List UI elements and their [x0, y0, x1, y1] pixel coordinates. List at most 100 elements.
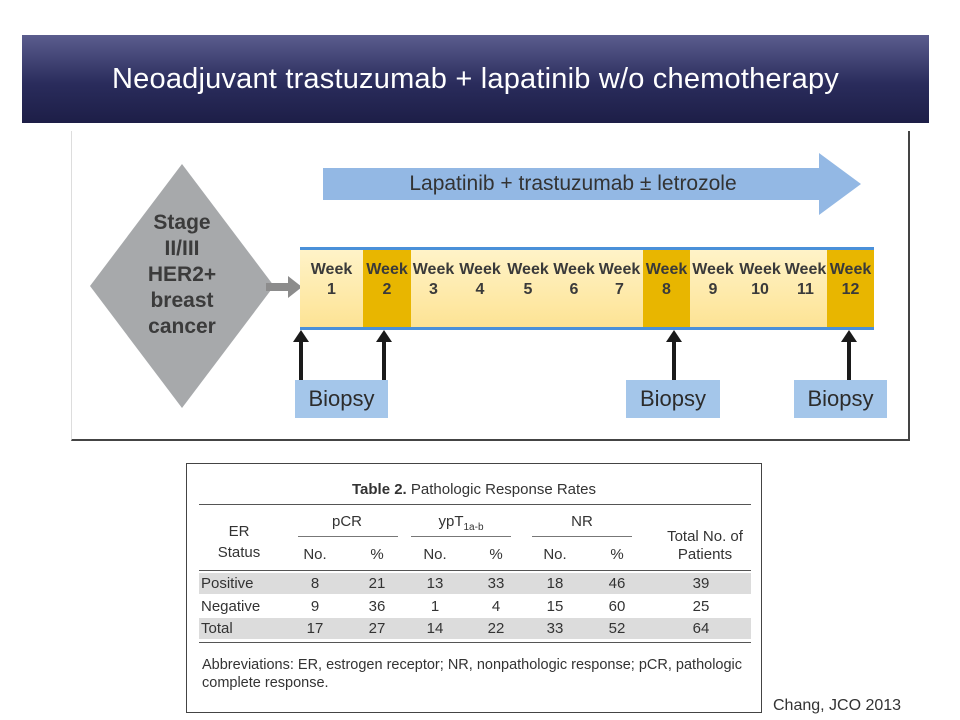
table-cell: 60 — [608, 597, 626, 615]
table-title-prefix: Table 2. — [351, 481, 407, 498]
biopsy-box: Biopsy — [295, 380, 388, 418]
row-label: Positive — [201, 575, 254, 592]
week-number: 5 — [523, 281, 533, 298]
week-cell: Week 6 — [552, 250, 596, 327]
table-row-shading — [199, 573, 751, 594]
diamond-line: breast — [150, 289, 214, 312]
biopsy-box: Biopsy — [794, 380, 887, 418]
diamond-line: II/III — [164, 237, 200, 260]
treatment-arrow-icon — [323, 153, 861, 215]
week-word: Week — [412, 261, 455, 278]
table-cell: 4 — [491, 597, 501, 615]
header-rule — [199, 570, 751, 571]
table-cell: 8 — [310, 575, 320, 592]
diamond-line: Stage — [153, 211, 211, 234]
week-word: Week — [366, 261, 408, 278]
week-number: 2 — [382, 281, 392, 298]
biopsy-arrow-icon — [666, 330, 682, 382]
treatment-label: Lapatinib + trastuzumab ± letrozole — [409, 172, 737, 195]
table-cell: 22 — [487, 620, 505, 637]
patient-population-label: Stage II/III HER2+ breast cancer — [90, 210, 274, 340]
table-cell: 21 — [368, 575, 386, 592]
header-nr: NR — [571, 513, 593, 530]
week-word: Week — [507, 261, 549, 278]
title-bar: Neoadjuvant trastuzumab + lapatinib w/o … — [22, 35, 929, 123]
week-cell: Week 11 — [784, 250, 827, 327]
sub-pct: % — [370, 546, 384, 563]
header-total-1: Total No. of — [667, 528, 743, 545]
table-cell: 13 — [426, 575, 444, 592]
table-title: Table 2. Pathologic Response Rates — [187, 481, 761, 498]
table-cell: 39 — [692, 575, 710, 592]
row-label: Negative — [201, 597, 261, 615]
week-cell: Week 5 — [504, 250, 552, 327]
table-cell: 46 — [608, 575, 626, 592]
biopsy-box: Biopsy — [626, 380, 720, 418]
week-cell: Week 2 — [363, 250, 411, 327]
table-cell: 9 — [310, 597, 320, 615]
row-label: Total — [201, 620, 233, 637]
week-cell: Week 3 — [411, 250, 456, 327]
table-cell: 64 — [692, 620, 710, 637]
week-number: 12 — [841, 281, 860, 298]
pcr-underline — [298, 536, 398, 537]
week-word: Week — [459, 261, 501, 278]
response-rates-table: Table 2. Pathologic Response Rates ER St… — [186, 463, 762, 713]
week-number: 8 — [662, 281, 671, 298]
table-cell: 52 — [608, 620, 626, 637]
week-number: 1 — [327, 281, 336, 298]
biopsy-arrow-icon — [841, 330, 857, 382]
table-cell: 25 — [692, 597, 710, 615]
header-ypt: ypT1a-b — [411, 513, 511, 537]
week-word: Week — [784, 261, 827, 278]
sub-pct: % — [489, 546, 503, 563]
table-cell: 27 — [368, 620, 386, 637]
week-cell: Week 1 — [300, 250, 363, 327]
sub-no: No. — [423, 546, 447, 563]
table-cell: 36 — [368, 597, 386, 615]
week-word: Week — [553, 261, 595, 278]
week-number: 10 — [751, 281, 769, 298]
biopsy-arrow-icon — [293, 330, 309, 382]
sub-pct: % — [610, 546, 624, 563]
week-number: 3 — [429, 281, 438, 298]
table-top-rule — [199, 504, 751, 505]
week-number: 6 — [569, 281, 579, 298]
table-cell: 17 — [306, 620, 324, 637]
ypt-underline — [411, 536, 511, 537]
sub-no: No. — [303, 546, 327, 563]
week-word: Week — [692, 261, 734, 278]
table-title-text: Pathologic Response Rates — [406, 481, 597, 498]
week-cell: Week 10 — [736, 250, 784, 327]
ypt-sub: 1a-b — [463, 522, 484, 533]
table-cell: 15 — [546, 597, 564, 615]
week-cell: Week 9 — [690, 250, 736, 327]
week-word: Week — [598, 261, 641, 278]
ypt-main: ypT — [438, 513, 464, 530]
header-status: Status — [217, 544, 261, 561]
table-bottom-rule — [199, 642, 751, 643]
sub-no: No. — [543, 546, 567, 563]
table-cell: 18 — [546, 575, 564, 592]
enroll-arrow-icon — [266, 276, 302, 298]
week-number: 9 — [708, 281, 718, 298]
week-number: 4 — [475, 281, 485, 298]
slide-title: Neoadjuvant trastuzumab + lapatinib w/o … — [112, 62, 839, 95]
header-pcr: pCR — [331, 513, 362, 530]
nr-underline — [532, 536, 632, 537]
week-word: Week — [645, 261, 688, 278]
table-cell: 33 — [487, 575, 505, 592]
biopsy-arrow-icon — [376, 330, 392, 382]
week-word: Week — [739, 261, 781, 278]
citation: Chang, JCO 2013 — [773, 697, 902, 714]
diamond-line: cancer — [148, 315, 216, 338]
table-footnote: Abbreviations: ER, estrogen receptor; NR… — [202, 657, 743, 691]
header-total-2: Patients — [677, 546, 733, 563]
week-number: 11 — [797, 281, 814, 298]
week-word: Week — [310, 261, 353, 278]
table-cell: 1 — [430, 597, 440, 615]
week-cell: Week 8 — [643, 250, 690, 327]
